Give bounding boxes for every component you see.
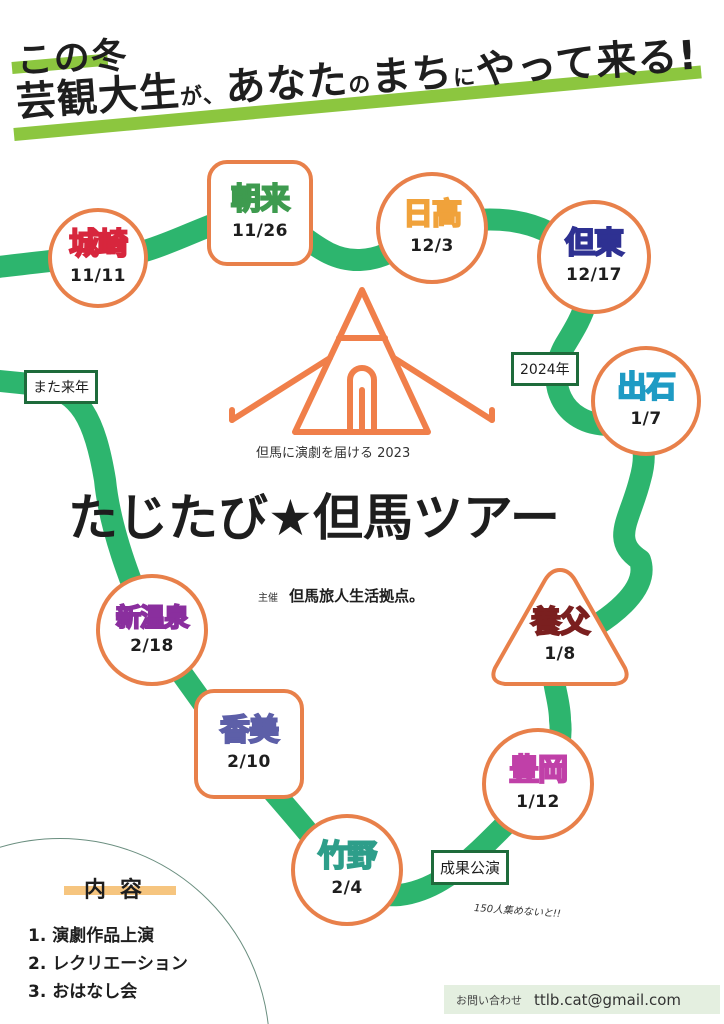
- station-date: 2/10: [227, 752, 271, 772]
- station-date: 1/12: [516, 792, 560, 812]
- content-item: 1. 演劇作品上演: [28, 926, 155, 946]
- station-name: 朝来: [230, 182, 291, 217]
- headline-text: あなた: [223, 56, 350, 112]
- content-heading-underline: [64, 886, 176, 895]
- station-tanto: 但東 12/17: [537, 200, 651, 314]
- contact-label: お問い合わせ: [456, 993, 522, 1007]
- station-name: 新温泉: [115, 602, 190, 632]
- station-date: 11/26: [231, 221, 289, 241]
- headline-subject: 芸観大生: [14, 68, 182, 127]
- station-name: 竹野: [317, 839, 378, 874]
- station-name: 豊岡: [508, 753, 569, 788]
- station-name: 城崎: [68, 227, 129, 262]
- station-name: 出石: [616, 370, 677, 405]
- station-date: 1/7: [630, 409, 662, 429]
- station-name: 香美: [219, 713, 280, 748]
- organizer-label: 主催: [258, 593, 278, 604]
- station-date: 2/18: [130, 635, 174, 656]
- organizer: 主催 但馬旅人生活拠点。: [258, 585, 424, 606]
- station-asago: 朝来 11/26: [207, 160, 313, 266]
- station-date: 12/3: [410, 236, 454, 256]
- headline-particle: の: [347, 72, 373, 99]
- station-izushi: 出石 1/7: [591, 346, 701, 456]
- headline-particle: に: [452, 64, 478, 92]
- triangle-frame-icon: [491, 567, 629, 686]
- station-yabu: 養父 1/8: [487, 560, 633, 692]
- station-date: 11/11: [69, 266, 127, 286]
- station-name: 養父: [530, 605, 591, 640]
- label-next-year: また来年: [24, 370, 98, 404]
- station-hidaka: 日高 12/3: [376, 172, 488, 284]
- content-item: 2. レクリエーション: [28, 954, 188, 974]
- station-takeno: 竹野 2/4: [291, 814, 403, 926]
- station-name: 但東: [564, 226, 625, 261]
- station-date: 2/4: [331, 878, 363, 898]
- station-kinosaki: 城崎 11/11: [48, 208, 148, 308]
- station-name: 日高: [402, 197, 463, 232]
- station-kami: 香美 2/10: [194, 689, 304, 799]
- contact-bar: お問い合わせ ttlb.cat@gmail.com: [444, 985, 720, 1014]
- content-heading: 内容: [83, 878, 156, 903]
- content-list: 1. 演劇作品上演 2. レクリエーション 3. おはなし会: [28, 922, 188, 1006]
- main-title: たじたび★但馬ツアー: [68, 489, 560, 547]
- contact-email-link[interactable]: ttlb.cat@gmail.com: [534, 990, 682, 1009]
- content-item: 3. おはなし会: [28, 982, 138, 1002]
- tagline: 但馬に演劇を届ける 2023: [256, 446, 411, 461]
- station-toyooka: 豊岡 1/12: [482, 728, 594, 840]
- headline-text: やって来る!: [474, 32, 700, 94]
- headline-particle: が、: [179, 82, 227, 111]
- station-date: 1/8: [544, 644, 576, 664]
- organizer-name: 但馬旅人生活拠点。: [289, 587, 425, 605]
- headline-text: まち: [369, 49, 455, 102]
- label-2024: 2024年: [511, 352, 579, 386]
- headline: この冬 芸観大生が、あなたのまちにやって来る!: [0, 0, 724, 150]
- station-date: 12/17: [565, 265, 623, 285]
- tent-logo-icon: [229, 287, 495, 435]
- label-final-show: 成果公演: [431, 850, 510, 885]
- station-shinonsen: 新温泉 2/18: [96, 574, 208, 686]
